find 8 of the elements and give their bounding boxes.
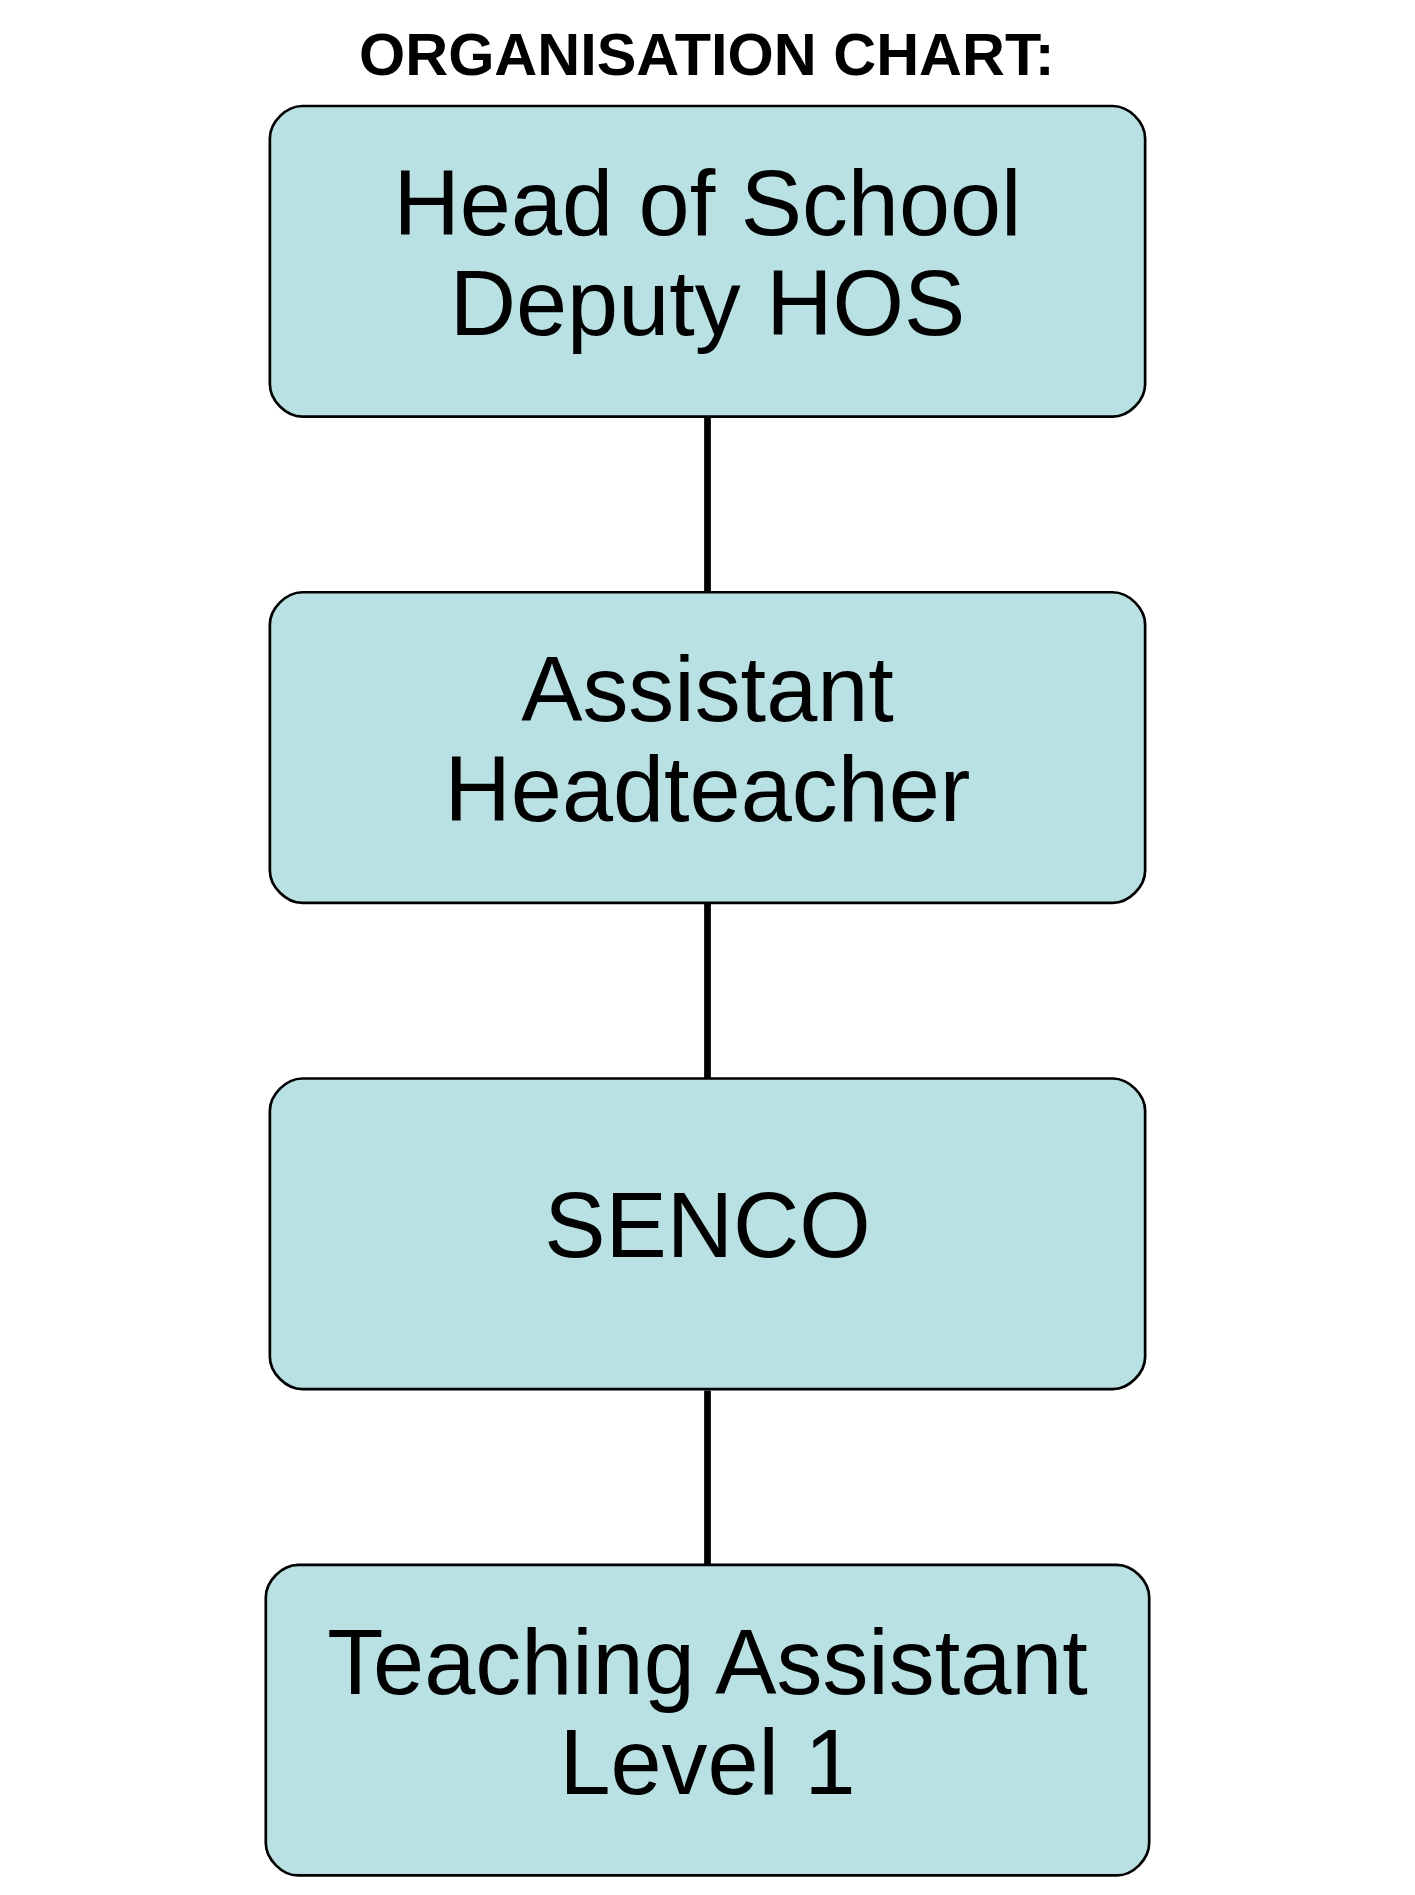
diagram-title: ORGANISATION CHART:	[359, 21, 1055, 89]
node-box: Head of School Deputy HOS	[268, 104, 1147, 418]
connector	[704, 417, 711, 593]
node-box: Teaching Assistant Level 1	[264, 1563, 1151, 1877]
node-box: Assistant Headteacher	[268, 590, 1147, 905]
connector	[704, 1390, 711, 1565]
connector	[704, 904, 711, 1079]
node-box: SENCO	[268, 1077, 1147, 1391]
